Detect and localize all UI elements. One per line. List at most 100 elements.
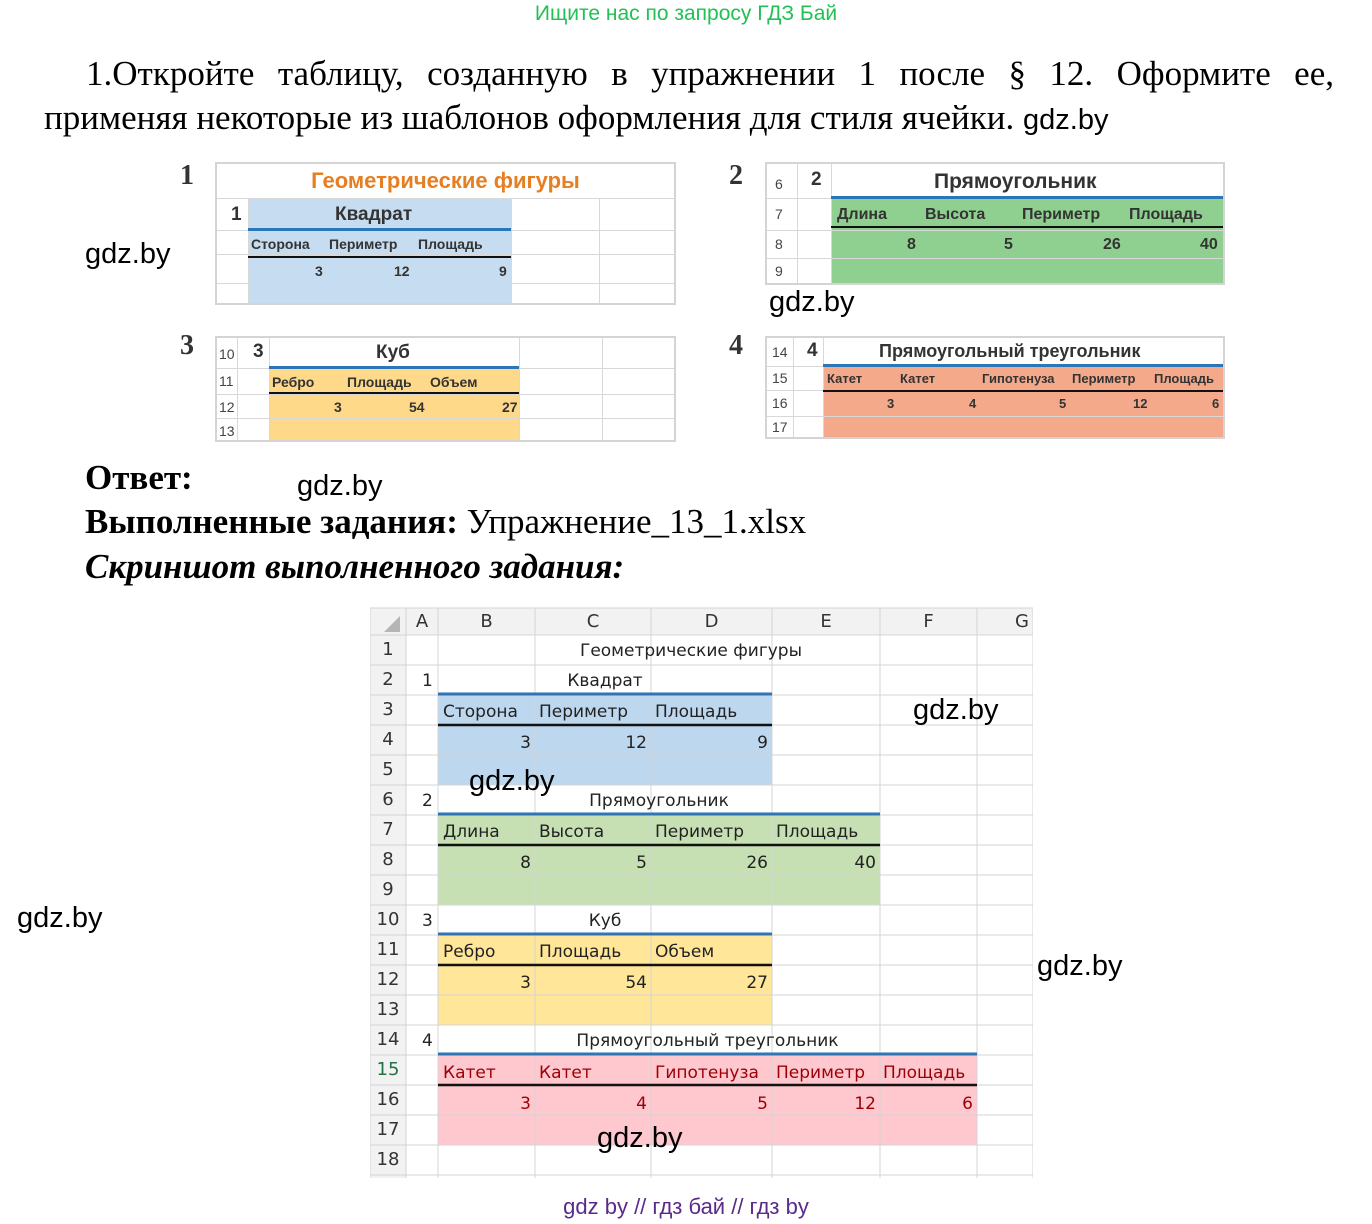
row-header[interactable]: 1: [382, 639, 394, 660]
row-number: 14: [772, 344, 788, 360]
cell-header[interactable]: Площадь: [539, 942, 622, 962]
cell-header[interactable]: Ребро: [443, 942, 496, 962]
figure-3-num: 3: [253, 341, 264, 362]
row-header[interactable]: 10: [376, 909, 400, 930]
row-header[interactable]: 14: [376, 1029, 400, 1050]
row-header[interactable]: 17: [376, 1119, 400, 1140]
block-number[interactable]: 3: [422, 911, 433, 931]
cell-header[interactable]: Гипотенуза: [655, 1063, 759, 1083]
block-name[interactable]: Прямоугольный треугольник: [576, 1031, 839, 1051]
row-header[interactable]: 5: [382, 759, 394, 780]
cell-header[interactable]: Сторона: [443, 702, 518, 722]
cell-header[interactable]: Периметр: [655, 822, 745, 842]
task-line-1: 1.Откройте таблицу, созданную в упражнен…: [86, 54, 1334, 93]
figure-4-header: Катет: [900, 371, 936, 386]
figure-2-value: 40: [1200, 236, 1218, 253]
row-header[interactable]: 6: [382, 789, 394, 810]
watermark: gdz.by: [297, 470, 383, 502]
figure-4-name: Прямоугольный треугольник: [879, 341, 1141, 361]
figure-4-value: 6: [1212, 396, 1220, 411]
cell-value[interactable]: 27: [746, 973, 768, 993]
block-number[interactable]: 2: [422, 791, 433, 811]
cell-value[interactable]: 5: [636, 853, 647, 873]
cell-value[interactable]: 4: [636, 1094, 647, 1114]
cell-header[interactable]: Площадь: [776, 822, 859, 842]
figure-2-header: Площадь: [1129, 206, 1203, 223]
row-header[interactable]: 11: [376, 939, 400, 960]
figure-1-header: Сторона: [251, 236, 310, 252]
cell-value[interactable]: 54: [625, 973, 647, 993]
cell-value[interactable]: 8: [520, 853, 531, 873]
select-all-corner-icon[interactable]: [384, 616, 400, 632]
task-line-2: применяя некоторые из шаблонов оформлени…: [44, 98, 1109, 137]
figure-2-header: Высота: [925, 206, 986, 223]
cell-value[interactable]: 3: [520, 1094, 531, 1114]
block-name[interactable]: Прямоугольник: [589, 791, 729, 811]
row-header[interactable]: 7: [382, 819, 394, 840]
cell-value[interactable]: 3: [520, 733, 531, 753]
column-header[interactable]: F: [923, 611, 934, 632]
row-header[interactable]: 12: [376, 969, 400, 990]
row-header[interactable]: 18: [376, 1149, 400, 1170]
cell-value[interactable]: 9: [757, 733, 768, 753]
figure-2-thumbnail: 6 7 8 9 2 Прямоугольник Длина Высота Пер…: [765, 162, 1225, 285]
sheet-title[interactable]: Геометрические фигуры: [579, 641, 803, 661]
row-number: 9: [775, 263, 783, 279]
figure-4-thumbnail: 14 15 16 17 4 Прямоугольный треугольник …: [765, 336, 1225, 439]
row-header[interactable]: 9: [382, 879, 394, 900]
cell-header[interactable]: Катет: [443, 1063, 496, 1083]
row-number: 17: [772, 419, 788, 435]
figure-1-thumbnail: Геометрические фигуры 1 Квадрат Сторона …: [215, 162, 676, 305]
figure-label-2: 2: [729, 160, 743, 191]
cell-header[interactable]: Периметр: [539, 702, 629, 722]
cell-header[interactable]: Периметр: [776, 1063, 866, 1083]
block-number[interactable]: 1: [422, 671, 433, 691]
column-header[interactable]: E: [820, 611, 832, 632]
watermark: gdz.by: [769, 286, 855, 318]
figure-4-value: 3: [887, 396, 895, 411]
block-number[interactable]: 4: [422, 1031, 433, 1051]
cell-header[interactable]: Площадь: [655, 702, 738, 722]
cell-value[interactable]: 40: [854, 853, 876, 873]
cell-header[interactable]: Объем: [655, 942, 715, 962]
row-header[interactable]: 2: [382, 669, 394, 690]
figure-4-value: 12: [1133, 396, 1148, 411]
cell-header[interactable]: Высота: [539, 822, 605, 842]
style-fill-red: [438, 1055, 977, 1145]
figure-4-header: Площадь: [1154, 371, 1214, 386]
figure-2-header: Длина: [837, 206, 887, 223]
figure-2-value: 8: [907, 236, 916, 253]
figure-4-value: 4: [969, 396, 977, 411]
cell-value[interactable]: 3: [520, 973, 531, 993]
row-header[interactable]: 3: [382, 699, 394, 720]
row-header[interactable]: 4: [382, 729, 394, 750]
cell-header[interactable]: Катет: [539, 1063, 592, 1083]
cell-header[interactable]: Длина: [443, 822, 500, 842]
cell-value[interactable]: 5: [757, 1094, 768, 1114]
cell-value[interactable]: 12: [625, 733, 647, 753]
figure-label-3: 3: [180, 330, 194, 361]
block-name[interactable]: Куб: [588, 911, 622, 931]
column-header[interactable]: A: [415, 611, 429, 632]
figure-1-name: Квадрат: [335, 204, 413, 225]
figure-3-value: 3: [334, 399, 342, 415]
cell-value[interactable]: 12: [854, 1094, 876, 1114]
row-header[interactable]: 8: [382, 849, 394, 870]
figure-4-value: 5: [1059, 396, 1067, 411]
row-number: 6: [775, 176, 783, 192]
cell-value[interactable]: 26: [746, 853, 768, 873]
column-header[interactable]: G: [1015, 611, 1029, 632]
watermark: gdz.by: [1023, 104, 1109, 136]
row-header[interactable]: 13: [376, 999, 400, 1020]
column-header[interactable]: C: [586, 611, 600, 632]
figure-3-header: Площадь: [347, 374, 412, 390]
row-header[interactable]: 16: [376, 1089, 400, 1110]
row-header[interactable]: 15: [376, 1059, 400, 1080]
column-header[interactable]: B: [480, 611, 493, 632]
watermark: gdz.by: [17, 902, 103, 934]
cell-value[interactable]: 6: [962, 1094, 973, 1114]
block-name[interactable]: Квадрат: [567, 671, 643, 691]
column-header[interactable]: D: [704, 611, 719, 632]
cell-header[interactable]: Площадь: [883, 1063, 966, 1083]
footer-links: gdz by // гдз бай // гдз by: [563, 1194, 809, 1219]
